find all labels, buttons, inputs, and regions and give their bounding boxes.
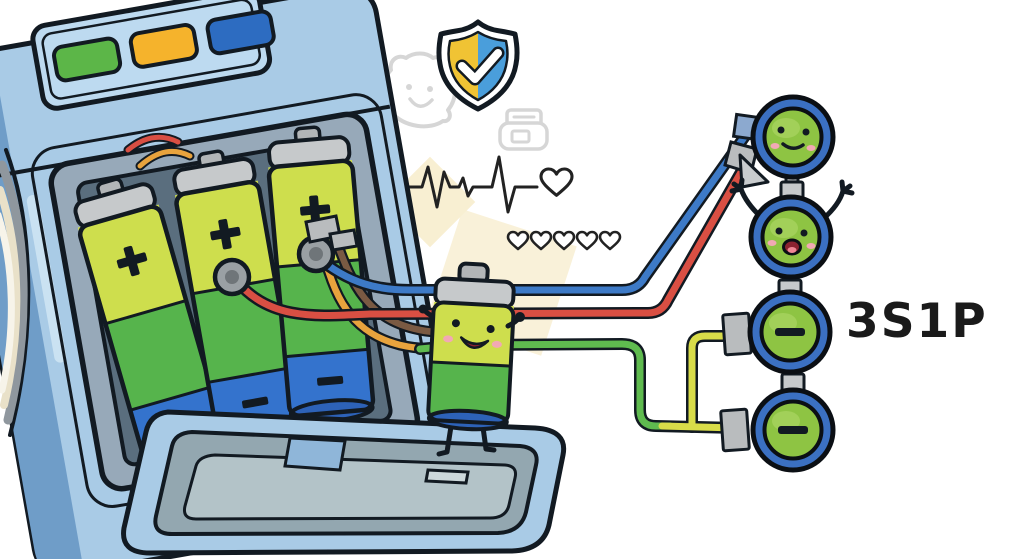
mascot-face [443, 319, 502, 349]
cell-node-smiley-1 [738, 94, 836, 189]
cell-cheek [806, 243, 816, 249]
cell-eye [777, 126, 785, 134]
compartment-wire-stubs [123, 132, 195, 171]
battery-mascot [418, 261, 525, 457]
indicator-button-green [52, 36, 123, 83]
heart-icon [598, 230, 622, 251]
lid-floor [183, 453, 517, 521]
cell-cheek [770, 143, 780, 149]
wire-connector-yellow [721, 311, 753, 357]
minus-marking [316, 375, 344, 386]
metal-clip [328, 228, 359, 252]
mascot-right-hand [515, 312, 525, 322]
heart-icon [552, 230, 576, 251]
wire-yellow-branch [688, 332, 744, 430]
wire-red [232, 156, 752, 319]
cell-node-smiley-2 [729, 177, 855, 280]
cell-left-arm [729, 177, 764, 220]
charger-side-arcs [0, 148, 31, 437]
cell-tongue [787, 247, 797, 253]
cell-right-arm [820, 179, 855, 222]
cell-eye [802, 128, 810, 136]
mascot-cheek [443, 335, 454, 343]
minus-marking [241, 396, 269, 409]
ghost-eye [406, 84, 412, 90]
indicator-button-yellow [128, 23, 199, 69]
wire-connector-yellow [719, 407, 751, 453]
wiring-harness [230, 116, 761, 434]
body-highlight [26, 195, 67, 363]
mascot-eye [486, 325, 495, 334]
ghost-eye [427, 86, 433, 92]
mascot-eye [451, 319, 460, 328]
indicator-button-blue [205, 9, 276, 56]
heartbeat-line-icon [398, 155, 574, 214]
cell-cheek [806, 145, 816, 151]
heart-icon [529, 230, 553, 251]
cell-node-minus-1 [747, 289, 833, 375]
charger-lid-tray [121, 409, 567, 556]
plus-marking [116, 245, 148, 277]
cell-smile [781, 142, 805, 150]
safety-shield-check-icon [436, 19, 520, 112]
minus-marking [778, 426, 808, 434]
battery-terminals [212, 214, 359, 297]
lid-notch [283, 436, 347, 472]
cell-node-minus-2 [750, 387, 836, 473]
heart-icon [506, 230, 530, 251]
hearts-row [506, 230, 622, 251]
mascot-body [426, 261, 516, 432]
ghost-smile [408, 97, 434, 108]
lid-ridge [424, 468, 470, 485]
heart-icon [539, 167, 574, 197]
cell-cheek [767, 240, 777, 246]
plus-marking [300, 195, 331, 226]
plus-marking [210, 218, 241, 250]
cell-eye [800, 229, 808, 237]
mascot-cheek [491, 340, 502, 348]
cell-chain [719, 94, 855, 473]
printer-icon [498, 108, 549, 151]
wire-blue [312, 118, 759, 294]
configuration-label: 3S1P [846, 294, 988, 349]
control-panel [30, 0, 276, 111]
mascot-left-hand [418, 304, 428, 314]
connector-wedge [738, 153, 770, 189]
heart-icon [575, 230, 599, 251]
mascot-mouth [459, 336, 490, 349]
cell-eye [775, 227, 783, 235]
minus-marking [775, 328, 805, 336]
